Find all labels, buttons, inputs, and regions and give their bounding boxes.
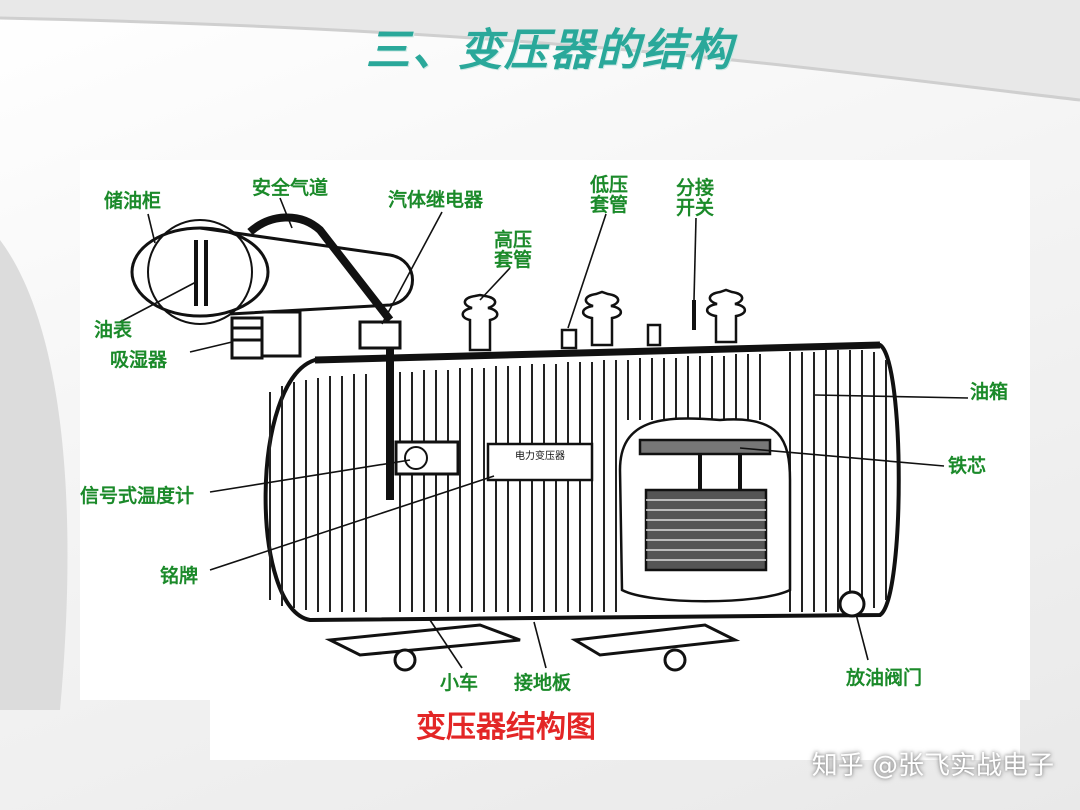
- label-hv-bushing: 高压套管: [493, 229, 532, 271]
- label-ground-plate: 接地板: [514, 672, 572, 694]
- safety-vent-pipe: [247, 213, 394, 323]
- core-cutaway: [618, 417, 792, 603]
- conservator-tank: [130, 226, 270, 318]
- label-oil-gauge: 油表: [94, 319, 133, 341]
- drain-valve-body: [838, 590, 866, 618]
- gas-relay-body: [358, 320, 402, 350]
- slide-title: 三、变压器的结构: [366, 25, 734, 76]
- diagram-caption: 变压器结构图: [416, 710, 596, 745]
- nameplate-plate: [486, 442, 594, 482]
- tank-outline: [263, 342, 901, 623]
- label-thermometer: 信号式温度计: [80, 485, 195, 507]
- breather-body: [230, 316, 264, 360]
- label-iron-core: 铁芯: [948, 455, 987, 477]
- label-oil-tank: 油箱: [970, 381, 1009, 403]
- label-nameplate: 铭牌: [160, 565, 199, 587]
- label-tap-changer: 分接开关: [675, 177, 714, 219]
- nameplate-text: 电力变压器: [515, 449, 565, 462]
- label-gas-relay: 汽体继电器: [388, 189, 484, 211]
- label-drain-valve: 放油阀门: [846, 667, 923, 689]
- label-breather: 吸湿器: [110, 349, 168, 371]
- top-swoosh-decoration: [0, 0, 1080, 102]
- trolley-base: [324, 623, 741, 672]
- leader-lines: [119, 197, 969, 669]
- label-lv-bushing: 低压套管: [589, 174, 628, 216]
- bushings: [461, 288, 747, 352]
- watermark: 知乎 @张飞实战电子: [811, 751, 1054, 781]
- label-trolley: 小车: [440, 672, 479, 694]
- left-swoosh-decoration: [0, 240, 68, 710]
- caption-background: [210, 700, 1020, 760]
- label-conservator: 储油柜: [104, 190, 162, 212]
- label-safety-vent: 安全气道: [252, 177, 329, 199]
